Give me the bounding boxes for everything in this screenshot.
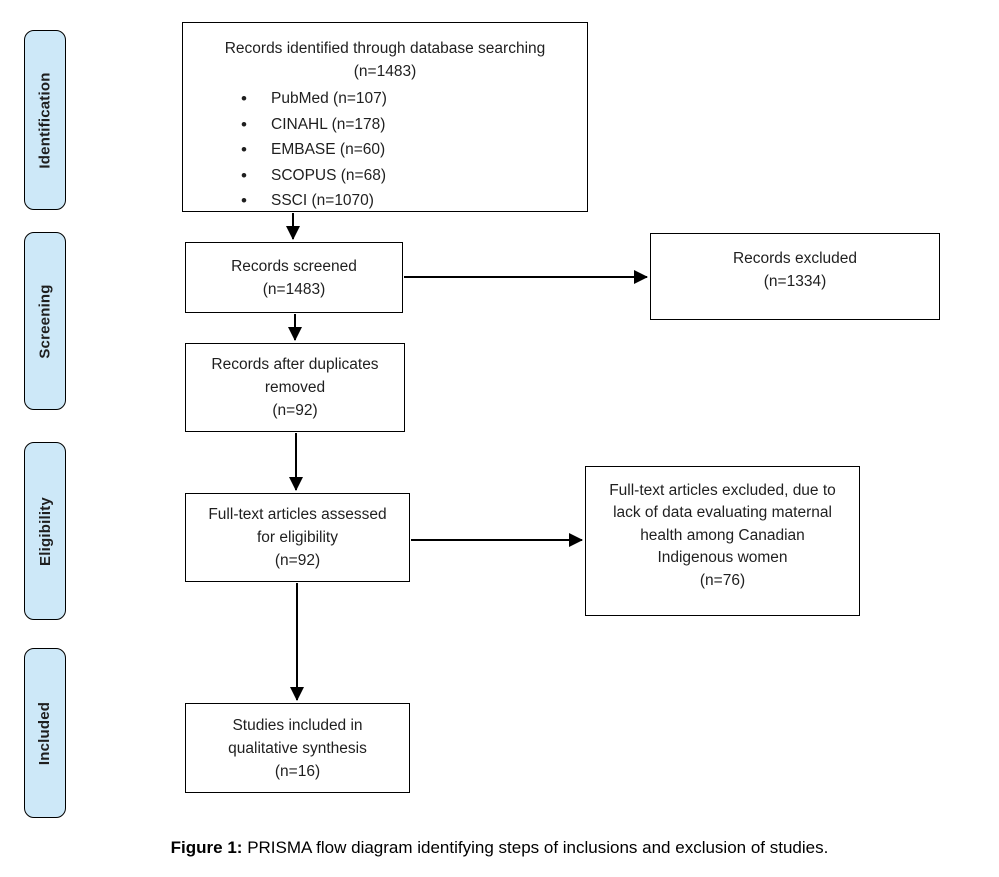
box-line: Full-text articles excluded, due to (609, 481, 836, 499)
bullet-label: SCOPUS (n=68) (271, 166, 387, 184)
figure-caption-text: PRISMA flow diagram identifying steps of… (242, 838, 829, 857)
stage-identification: Identification (24, 30, 66, 210)
bullet-label: EMBASE (n=60) (271, 141, 386, 158)
stage-eligibility: Eligibility (24, 442, 66, 620)
bullet-icon (241, 87, 271, 113)
box-line: (n=1483) (262, 280, 326, 298)
stage-identification-label: Identification (36, 71, 54, 169)
database-bullet-list: PubMed (n=107) CINAHL (n=178) EMBASE (n=… (241, 87, 387, 215)
box-line: Indigenous women (657, 549, 788, 567)
box-line: (n=92) (272, 402, 318, 419)
box-line: (n=1334) (763, 272, 827, 290)
bullet-icon (241, 164, 271, 190)
box-fulltext-assessed: Full-text articles assessed for eligibil… (185, 493, 410, 582)
bullet-icon (241, 138, 271, 164)
box-line: Records identified through database sear… (224, 40, 546, 57)
box-line: Full-text articles assessed (208, 506, 387, 523)
list-item: PubMed (n=107) (241, 87, 387, 113)
box-line: (n=1483) (353, 63, 417, 80)
box-studies-included: Studies included in qualitative synthesi… (185, 703, 410, 793)
box-line: lack of data evaluating maternal (613, 504, 832, 522)
box-line: Records screened (231, 257, 357, 275)
box-line: qualitative synthesis (228, 739, 367, 757)
stage-included: Included (24, 648, 66, 818)
box-line: for eligibility (257, 529, 338, 546)
figure-caption: Figure 1: PRISMA flow diagram identifyin… (0, 838, 999, 858)
box-line: health among Canadian (640, 526, 805, 544)
box-fulltext-excluded: Full-text articles excluded, due to lack… (585, 466, 860, 616)
bullet-label: SSCI (n=1070) (271, 192, 374, 209)
list-item: EMBASE (n=60) (241, 138, 387, 164)
stage-screening-label: Screening (36, 283, 54, 359)
box-line: Studies included in (232, 716, 363, 734)
box-records-excluded: Records excluded (n=1334) (650, 233, 940, 320)
box-line: (n=92) (274, 552, 321, 569)
bullet-label: PubMed (n=107) (271, 90, 387, 107)
box-duplicates-removed: Records after duplicates removed (n=92) (185, 343, 405, 432)
box-line: Records excluded (732, 249, 858, 267)
box-line: (n=76) (699, 571, 746, 589)
box-line: (n=16) (274, 762, 321, 780)
bullet-icon (241, 189, 271, 215)
list-item: CINAHL (n=178) (241, 113, 387, 139)
bullet-label: CINAHL (n=178) (271, 115, 386, 133)
box-line: Records after duplicates (211, 356, 379, 373)
stage-screening: Screening (24, 232, 66, 410)
stage-included-label: Included (36, 701, 54, 765)
bullet-icon (241, 113, 271, 139)
box-line: removed (264, 379, 326, 396)
stage-eligibility-label: Eligibility (36, 496, 54, 566)
list-item: SSCI (n=1070) (241, 189, 387, 215)
figure-caption-label: Figure 1: (170, 838, 243, 857)
box-records-screened: Records screened (n=1483) (185, 242, 403, 313)
list-item: SCOPUS (n=68) (241, 164, 387, 190)
box-records-identified: Records identified through database sear… (182, 22, 588, 212)
